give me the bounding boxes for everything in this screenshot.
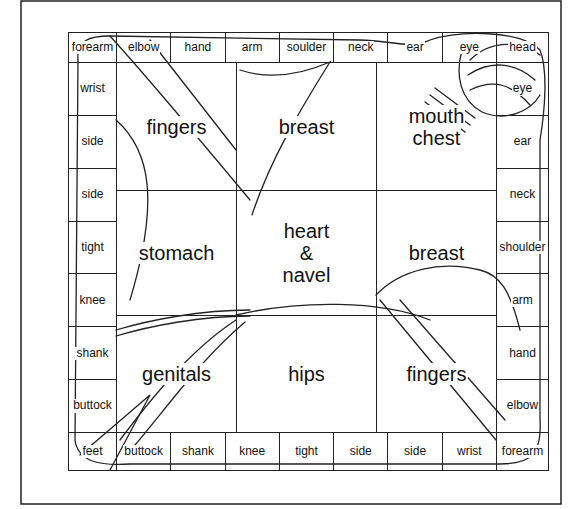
mandala-cell: neck (333, 32, 388, 63)
mandala-cell: tight (279, 432, 334, 471)
mandala-square: stomach (116, 190, 237, 316)
body-part-label: neck (347, 41, 374, 54)
body-part-label: genitals (141, 363, 212, 385)
mandala-cell: side (387, 432, 442, 471)
body-part-label: eye (459, 41, 480, 54)
body-part-label: wrist (79, 82, 106, 95)
body-part-label: shoulder (499, 241, 547, 254)
mandala-cell: soulder (279, 32, 334, 63)
body-part-label: knee (78, 294, 106, 307)
mandala-cell: eye (442, 32, 497, 63)
body-part-label: heart & navel (278, 220, 336, 286)
body-part-label: knee (238, 445, 266, 458)
body-part-label: breast (408, 242, 466, 264)
arm-line (380, 300, 505, 440)
body-part-label: shank (75, 347, 109, 360)
body-part-label: hand (508, 347, 537, 360)
body-part-label: arm (511, 294, 534, 307)
body-part-label: side (80, 135, 104, 148)
body-part-label: forearm (501, 445, 544, 458)
mandala-cell: shoulder (496, 221, 549, 275)
mandala-cell: knee (225, 432, 280, 471)
body-part-label: neck (509, 188, 536, 201)
body-part-label: side (403, 445, 427, 458)
body-part-label: tight (294, 445, 319, 458)
mandala-square: genitals (116, 315, 237, 433)
arm-line (110, 36, 250, 200)
body-part-label: breast (278, 116, 336, 138)
mandala-cell: ear (496, 115, 549, 169)
body-part-label: hips (287, 363, 326, 385)
mandala-cell: ear (387, 32, 442, 63)
figure-lines (75, 33, 545, 470)
body-part-label: forearm (71, 41, 114, 54)
mandala-cell: feet (68, 432, 117, 471)
mandala-cell: buttock (116, 432, 171, 471)
leg-line (120, 320, 245, 445)
mandala-square: mouthchest (376, 62, 497, 191)
body-part-label: eye (512, 82, 533, 95)
body-part-label: side (349, 445, 373, 458)
mandala-square: heart & navel (236, 190, 377, 316)
hair-curl (468, 65, 535, 80)
mandala-cell: head (496, 32, 549, 63)
outer-frame (21, 1, 561, 504)
side-line (116, 120, 148, 300)
body-part-label: feet (81, 445, 103, 458)
mandala-cell: shank (170, 432, 225, 471)
mandala-cell: elbow (496, 379, 549, 433)
body-part-label: wrist (456, 445, 483, 458)
mandala-cell: side (333, 432, 388, 471)
mandala-cell: wrist (68, 62, 117, 116)
body-part-label: elbow (127, 41, 160, 54)
mandala-cell: side (68, 168, 117, 222)
mandala-cell: wrist (442, 432, 497, 471)
body-part-label: soulder (286, 41, 327, 54)
mandala-cell: hand (170, 32, 225, 63)
mandala-cell: arm (496, 273, 549, 327)
body-part-label: buttock (72, 399, 113, 412)
mandala-cell: eye (496, 62, 549, 116)
body-part-label: fingers (405, 363, 467, 385)
body-part-label: buttock (123, 445, 164, 458)
body-part-label: hand (184, 41, 213, 54)
leg-line (116, 310, 250, 336)
body-part-label: ear (513, 135, 532, 148)
mandala-cell: knee (68, 273, 117, 327)
mandala-cell: shank (68, 326, 117, 380)
breast-shape (240, 62, 330, 215)
body-part-label: stomach (138, 242, 216, 264)
mandala-square: hips (236, 315, 377, 433)
body-part-label: fingers (145, 116, 207, 138)
mandala-square: breast (376, 190, 497, 316)
body-part-label: ear (405, 41, 424, 54)
mandala-square: fingers (116, 62, 237, 191)
body-part-label: shank (181, 445, 215, 458)
mandala-cell: forearm (68, 32, 117, 63)
body-part-label: side (80, 188, 104, 201)
mandala-square: fingers (376, 315, 497, 433)
body-part-label: mouth (408, 105, 466, 127)
body-part-label: chest (412, 127, 462, 149)
body-part-label: arm (241, 41, 264, 54)
body-part-label: head (508, 41, 537, 54)
mandala-cell: hand (496, 326, 549, 380)
mandala-cell: arm (225, 32, 280, 63)
mandala-cell: forearm (496, 432, 549, 471)
body-part-label: elbow (506, 399, 539, 412)
mandala-cell: neck (496, 168, 549, 222)
mandala-cell: buttock (68, 379, 117, 433)
body-outline (75, 33, 545, 464)
hip-curve (236, 304, 430, 320)
mandala-cell: tight (68, 221, 117, 275)
body-part-label: tight (80, 241, 105, 254)
mandala-square: breast (236, 62, 377, 191)
head-outline (459, 50, 540, 116)
mandala-cell: side (68, 115, 117, 169)
mandala-cell: elbow (116, 32, 171, 63)
